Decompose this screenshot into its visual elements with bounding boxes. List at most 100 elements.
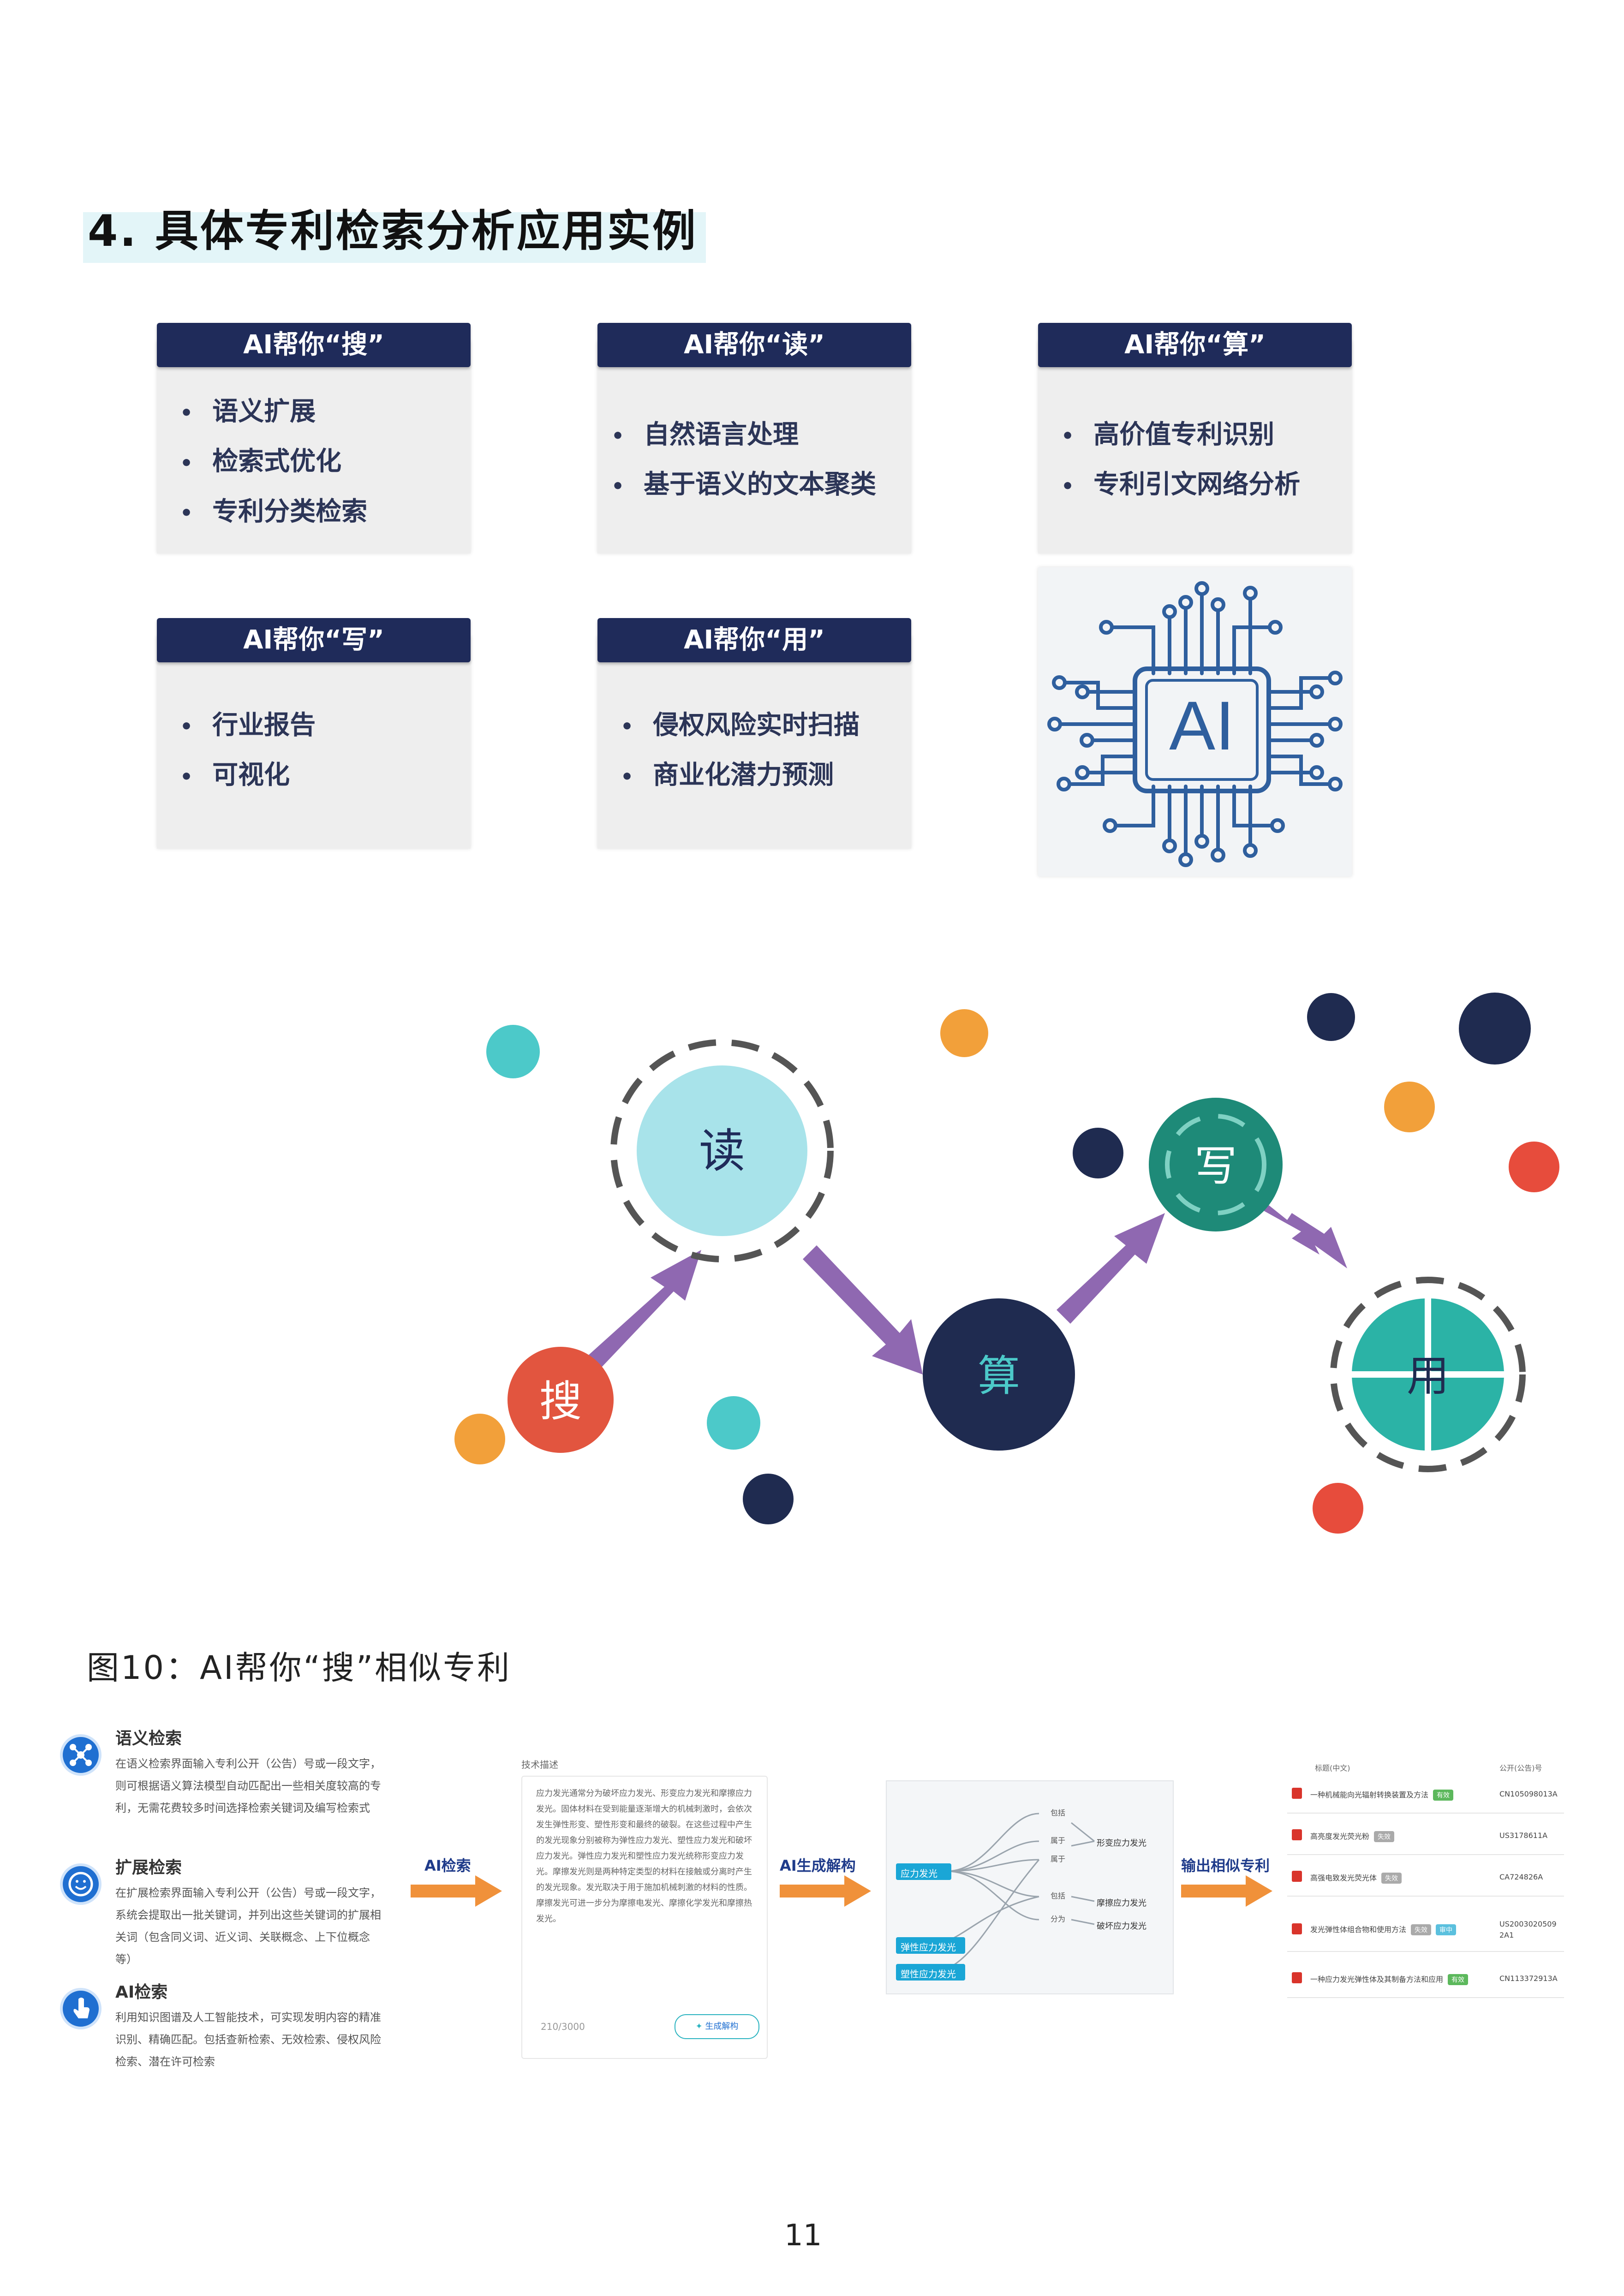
write-label: 写 xyxy=(1194,1142,1237,1191)
table-row[interactable]: 高亮度发光荧光粉失效 US3178611A xyxy=(1287,1822,1564,1855)
pdf-icon xyxy=(1292,1972,1302,1983)
decor-dot xyxy=(454,1414,505,1464)
card-ai-use: AI帮你“用” 侵权风险实时扫描 商业化潜力预测 xyxy=(597,618,911,849)
card-title: AI帮你“算” xyxy=(1038,323,1352,367)
pdf-icon xyxy=(1292,1788,1302,1799)
mindmap-edge-label: 属于 xyxy=(1051,1855,1066,1863)
result-title: 高亮度发光荧光粉 xyxy=(1310,1832,1370,1841)
list-item: 高价值专利识别 xyxy=(1061,410,1300,460)
search-label: 搜 xyxy=(539,1377,582,1426)
use-label: 用 xyxy=(1407,1351,1449,1401)
decor-dot xyxy=(486,1025,540,1078)
pdf-icon xyxy=(1292,1923,1302,1934)
arrow-compute-to-write xyxy=(1057,1213,1165,1324)
decor-dot xyxy=(1313,1483,1363,1534)
list-item: 自然语言处理 xyxy=(611,410,876,460)
card-list: 行业报告 可视化 xyxy=(180,701,316,801)
list-item: 侵权风险实时扫描 xyxy=(621,701,860,751)
card-ai-write: AI帮你“写” 行业报告 可视化 xyxy=(157,618,471,849)
arrow-search-to-read xyxy=(572,1250,701,1384)
list-item: 基于语义的文本聚类 xyxy=(611,460,876,510)
feature-title: 扩展检索 xyxy=(115,1858,182,1877)
arrow-right-icon xyxy=(780,1875,871,1907)
card-ai-compute: AI帮你“算” 高价值专利识别 专利引文网络分析 xyxy=(1038,323,1352,553)
results-col-number: 公开(公告)号 xyxy=(1499,1764,1542,1773)
mindmap-left-node: 塑性应力发光 xyxy=(901,1969,956,1980)
card-ai-search: AI帮你“搜” 语义扩展 检索式优化 专利分类检索 xyxy=(157,323,471,553)
list-item: 可视化 xyxy=(180,751,316,801)
status-badge: 失效 xyxy=(1381,1873,1402,1884)
char-counter: 210/3000 xyxy=(541,2021,585,2032)
smile-icon xyxy=(60,1863,102,1905)
semantic-icon xyxy=(60,1734,102,1776)
tech-description-label: 技术描述 xyxy=(521,1759,558,1770)
generate-button[interactable]: ✦ 生成解构 xyxy=(675,2014,759,2039)
page-number: 11 xyxy=(784,2219,822,2253)
arrow-right-icon xyxy=(411,1875,502,1907)
results-col-title: 标题(中文) xyxy=(1315,1764,1350,1773)
chip-label: AI xyxy=(1169,687,1235,764)
card-title: AI帮你“搜” xyxy=(157,323,471,367)
tech-description-box: 应力发光通常分为破坏应力发光、形变应力发光和摩擦应力发光。固体材料在受到能量逐渐… xyxy=(521,1776,768,2059)
decor-dot xyxy=(940,1009,988,1057)
status-badge: 失效 xyxy=(1411,1924,1432,1935)
mindmap-panel: 应力发光 弹性应力发光 塑性应力发光 包括 属于 属于 包括 分为 形变应力发光… xyxy=(886,1780,1174,1994)
hand-pointer-icon xyxy=(60,1988,102,2029)
ai-chip-icon: AI xyxy=(1047,581,1343,867)
section-heading: 4. 具体专利检索分析应用实例 xyxy=(88,206,698,256)
pdf-icon xyxy=(1292,1829,1302,1840)
step-ai-parse-label: AI生成解构 xyxy=(780,1857,856,1874)
decor-dot xyxy=(1459,993,1531,1065)
list-item: 专利分类检索 xyxy=(180,488,367,537)
mindmap-edge-label: 包括 xyxy=(1051,1892,1066,1900)
list-item: 语义扩展 xyxy=(180,387,367,437)
result-title: 高强电致发光荧光体 xyxy=(1310,1874,1377,1882)
status-badge: 有效 xyxy=(1433,1790,1454,1801)
table-row[interactable]: 一种机械能向光辐射转换装置及方法有效 CN105098013A xyxy=(1287,1780,1564,1814)
heading-highlight xyxy=(83,212,706,263)
result-title: 一种应力发光弹性体及其制备方法和应用 xyxy=(1310,1975,1444,1984)
table-row[interactable]: 高强电致发光荧光体失效 CA724826A xyxy=(1287,1863,1564,1897)
compute-node xyxy=(923,1298,1075,1451)
result-number: CA724826A xyxy=(1499,1873,1543,1881)
feature-title: AI检索 xyxy=(115,1983,168,2002)
ai-chip-panel: AI xyxy=(1038,567,1352,876)
list-item: 商业化潜力预测 xyxy=(621,751,860,801)
decor-dot xyxy=(707,1396,760,1450)
mindmap-right-node: 摩擦应力发光 xyxy=(1097,1898,1146,1908)
card-list: 自然语言处理 基于语义的文本聚类 xyxy=(611,410,876,511)
arrow-right-icon xyxy=(1181,1875,1272,1907)
card-list: 语义扩展 检索式优化 专利分类检索 xyxy=(180,387,367,537)
read-label: 读 xyxy=(699,1124,745,1178)
results-table: 标题(中文) 公开(公告)号 一种机械能向光辐射转换装置及方法有效 CN1050… xyxy=(1287,1762,1564,2039)
result-number: CN113372913A xyxy=(1499,1974,1558,1983)
use-dashed-ring xyxy=(1330,1277,1526,1472)
step-output-label: 输出相似专利 xyxy=(1181,1857,1270,1874)
mindmap-right-node: 形变应力发光 xyxy=(1097,1838,1146,1848)
card-title: AI帮你“读” xyxy=(597,323,911,367)
compute-label: 算 xyxy=(978,1351,1020,1401)
table-row[interactable]: 一种应力发光弹性体及其制备方法和应用有效 CN113372913A xyxy=(1287,1965,1564,1998)
decor-dot xyxy=(1307,993,1355,1041)
result-title: 发光弹性体组合物和使用方法 xyxy=(1310,1925,1407,1934)
decor-dot xyxy=(1073,1128,1123,1178)
result-number: US2003020509 2A1 xyxy=(1499,1920,1557,1939)
list-item: 专利引文网络分析 xyxy=(1061,460,1300,510)
write-inner-ring xyxy=(1165,1114,1266,1215)
mindmap-edge-label: 分为 xyxy=(1051,1915,1066,1923)
read-node xyxy=(637,1065,807,1236)
card-list: 侵权风险实时扫描 商业化潜力预测 xyxy=(621,701,860,801)
list-item: 行业报告 xyxy=(180,701,316,751)
card-title: AI帮你“写” xyxy=(157,618,471,662)
status-badge: 有效 xyxy=(1448,1974,1469,1985)
mindmap-edge-label: 包括 xyxy=(1051,1808,1066,1817)
ai-flow-diagram: 读 搜 算 写 用 xyxy=(454,993,1559,1534)
feature-desc: 在语义检索界面输入专利公开（公告）号或一段文字，则可根据语义算法模型自动匹配出一… xyxy=(115,1757,381,1814)
mindmap-right-node: 破坏应力发光 xyxy=(1097,1921,1146,1931)
table-row[interactable]: 发光弹性体组合物和使用方法失效审中 US2003020509 2A1 xyxy=(1287,1909,1564,1952)
result-number: CN105098013A xyxy=(1499,1790,1558,1798)
arrow-read-to-compute xyxy=(803,1245,923,1374)
feature-desc: 利用知识图谱及人工智能技术，可实现发明内容的精准识别、精确匹配。包括查新检索、无… xyxy=(115,2011,381,2068)
figure-caption: 图10：AI帮你“搜”相似专利 xyxy=(87,1649,512,1687)
status-badge: 失效 xyxy=(1374,1831,1395,1842)
